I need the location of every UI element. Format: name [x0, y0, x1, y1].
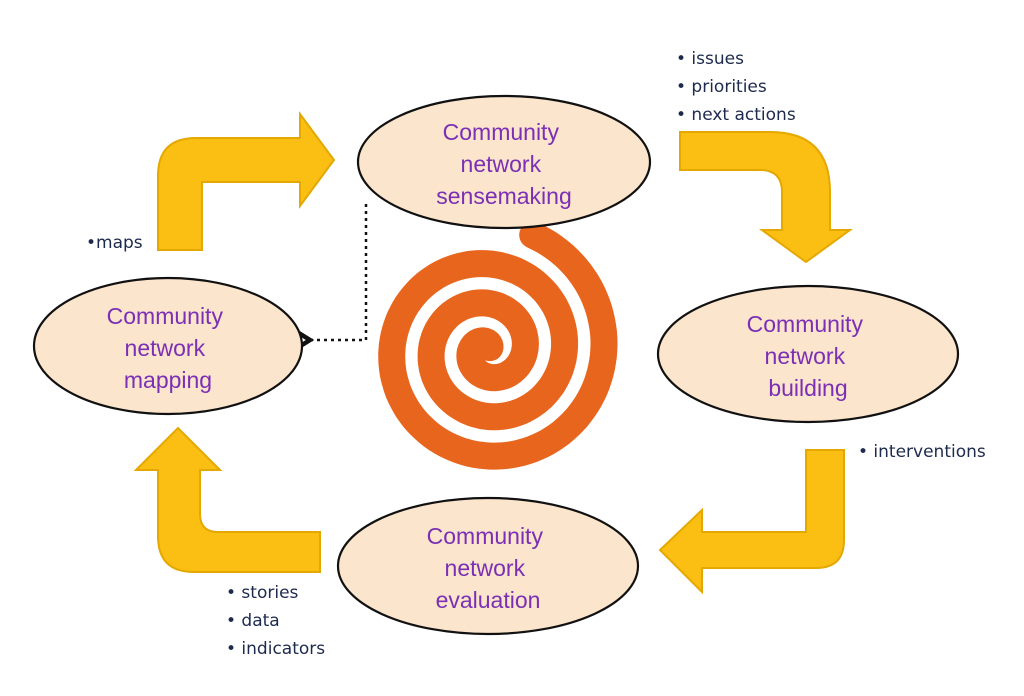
outputs-sensemaking: • issues • priorities • next actions: [676, 49, 796, 125]
spiral-icon: [378, 221, 618, 470]
outputs-building: • interventions: [858, 442, 986, 462]
node-building: [656, 284, 960, 424]
node-sensemaking: [356, 94, 652, 230]
arrow-evaluation-to-mapping: [133, 426, 321, 573]
dotted-feedback-arrow: [288, 204, 368, 355]
node-label-building: Community network building: [747, 311, 870, 401]
arrow-sensemaking-to-building: [679, 131, 854, 264]
node-evaluation: [336, 496, 640, 636]
outputs-mapping: •maps: [86, 233, 143, 253]
node-label-mapping: Community network mapping: [107, 303, 230, 393]
arrow-building-to-evaluation: [658, 449, 845, 595]
arrow-mapping-to-sensemaking: [157, 110, 336, 251]
node-mapping: [32, 276, 304, 416]
node-label-evaluation: Community network evaluation: [427, 523, 550, 613]
outputs-evaluation: • stories • data • indicators: [226, 583, 325, 659]
node-label-sensemaking: Community network sensemaking: [436, 119, 572, 209]
